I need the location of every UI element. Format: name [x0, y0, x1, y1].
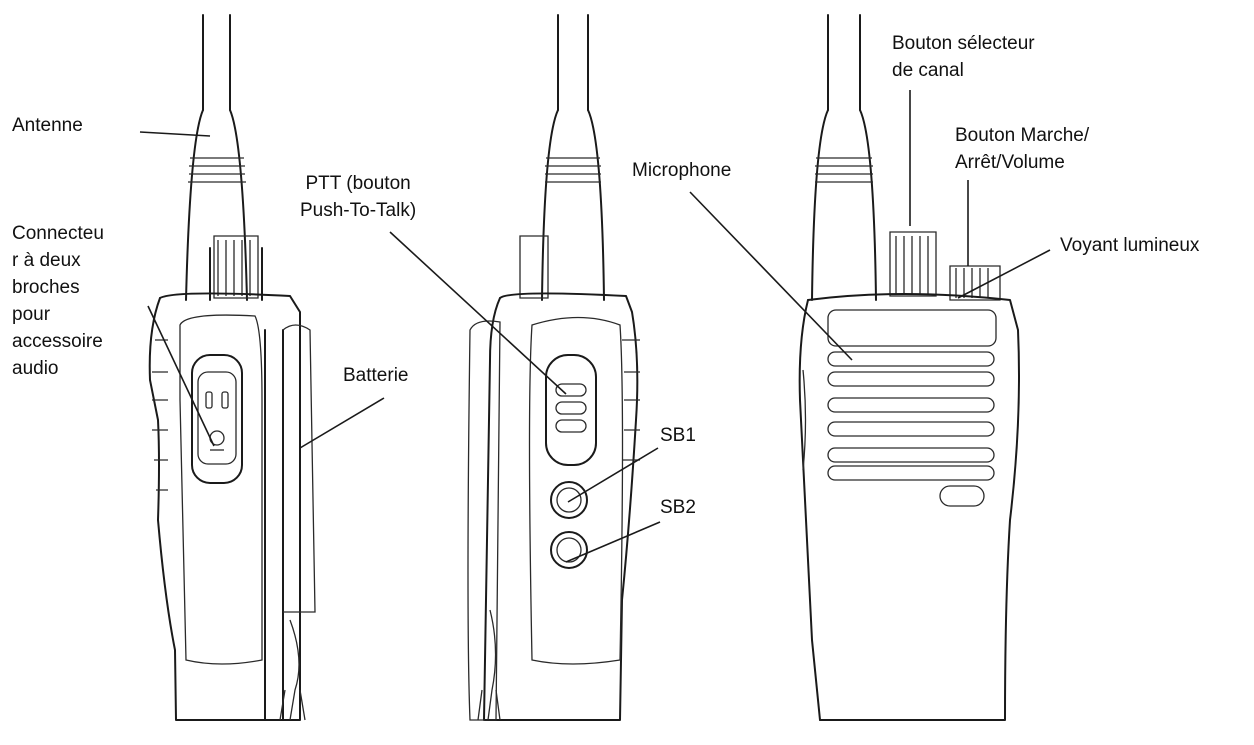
leader-sb2 [565, 521, 661, 563]
label-channel-selector: Bouton sélecteur de canal [892, 33, 1035, 81]
label-led: Voyant lumineux [1060, 235, 1200, 256]
label-sb1: SB1 [660, 425, 696, 446]
leader-sb1 [567, 447, 659, 503]
left-radio [148, 14, 316, 721]
leader-lines [139, 90, 1051, 563]
leader-battery [299, 397, 385, 449]
label-connector: Connecteu r à deux broches pour accessoi… [12, 223, 104, 379]
right-radio [798, 14, 1020, 721]
middle-radio [467, 14, 640, 721]
leader-led [957, 249, 1051, 299]
leader-ptt [389, 231, 567, 395]
leader-connector [147, 305, 215, 447]
label-ptt: PTT (bouton Push-To-Talk) [300, 173, 417, 221]
label-antenna: Antenne [12, 115, 83, 136]
leader-microphone [689, 191, 853, 361]
label-microphone: Microphone [632, 160, 732, 181]
label-battery: Batterie [343, 365, 409, 386]
label-sb2: SB2 [660, 497, 696, 518]
label-power-volume: Bouton Marche/ Arrêt/Volume [955, 125, 1090, 173]
leader-antenna [139, 131, 211, 137]
